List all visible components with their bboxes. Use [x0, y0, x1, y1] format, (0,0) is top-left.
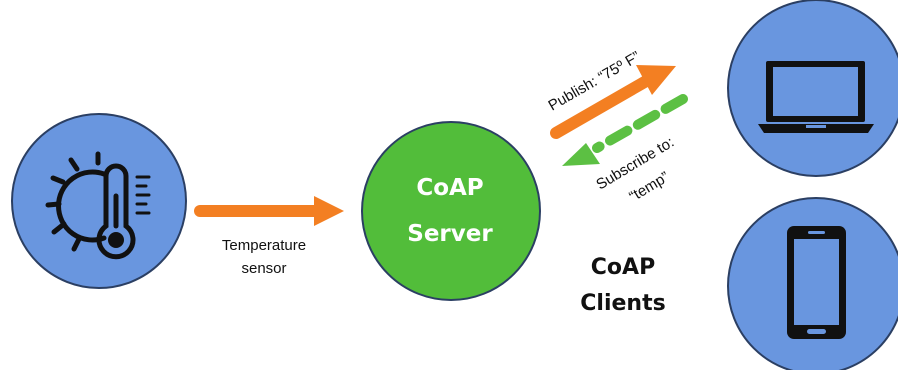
laptop-icon	[758, 61, 874, 133]
sensor-label-line2: sensor	[241, 260, 287, 277]
smartphone-icon	[787, 226, 846, 339]
coap-server-circle	[361, 121, 541, 301]
thermometer-sun-icon	[45, 151, 151, 260]
coap-clients-label: CoAP Clients	[553, 250, 693, 322]
sensor-circle	[11, 113, 187, 289]
sensor-label: Temperature sensor	[196, 234, 332, 280]
coap-clients-label-line2: Clients	[580, 291, 666, 316]
coap-server-node: CoAP Server	[361, 121, 541, 301]
phone-client-node	[727, 197, 898, 370]
subscribe-arrow	[562, 94, 688, 166]
sensor-to-server-arrow	[194, 196, 344, 226]
coap-server-label-line2: Server	[407, 221, 493, 247]
sensor-node	[11, 113, 187, 289]
coap-clients-label-line1: CoAP	[590, 255, 656, 280]
laptop-client-node	[727, 0, 898, 177]
coap-server-label-line1: CoAP	[416, 175, 483, 201]
publish-arrow	[550, 65, 676, 139]
sensor-label-line1: Temperature	[221, 237, 307, 254]
